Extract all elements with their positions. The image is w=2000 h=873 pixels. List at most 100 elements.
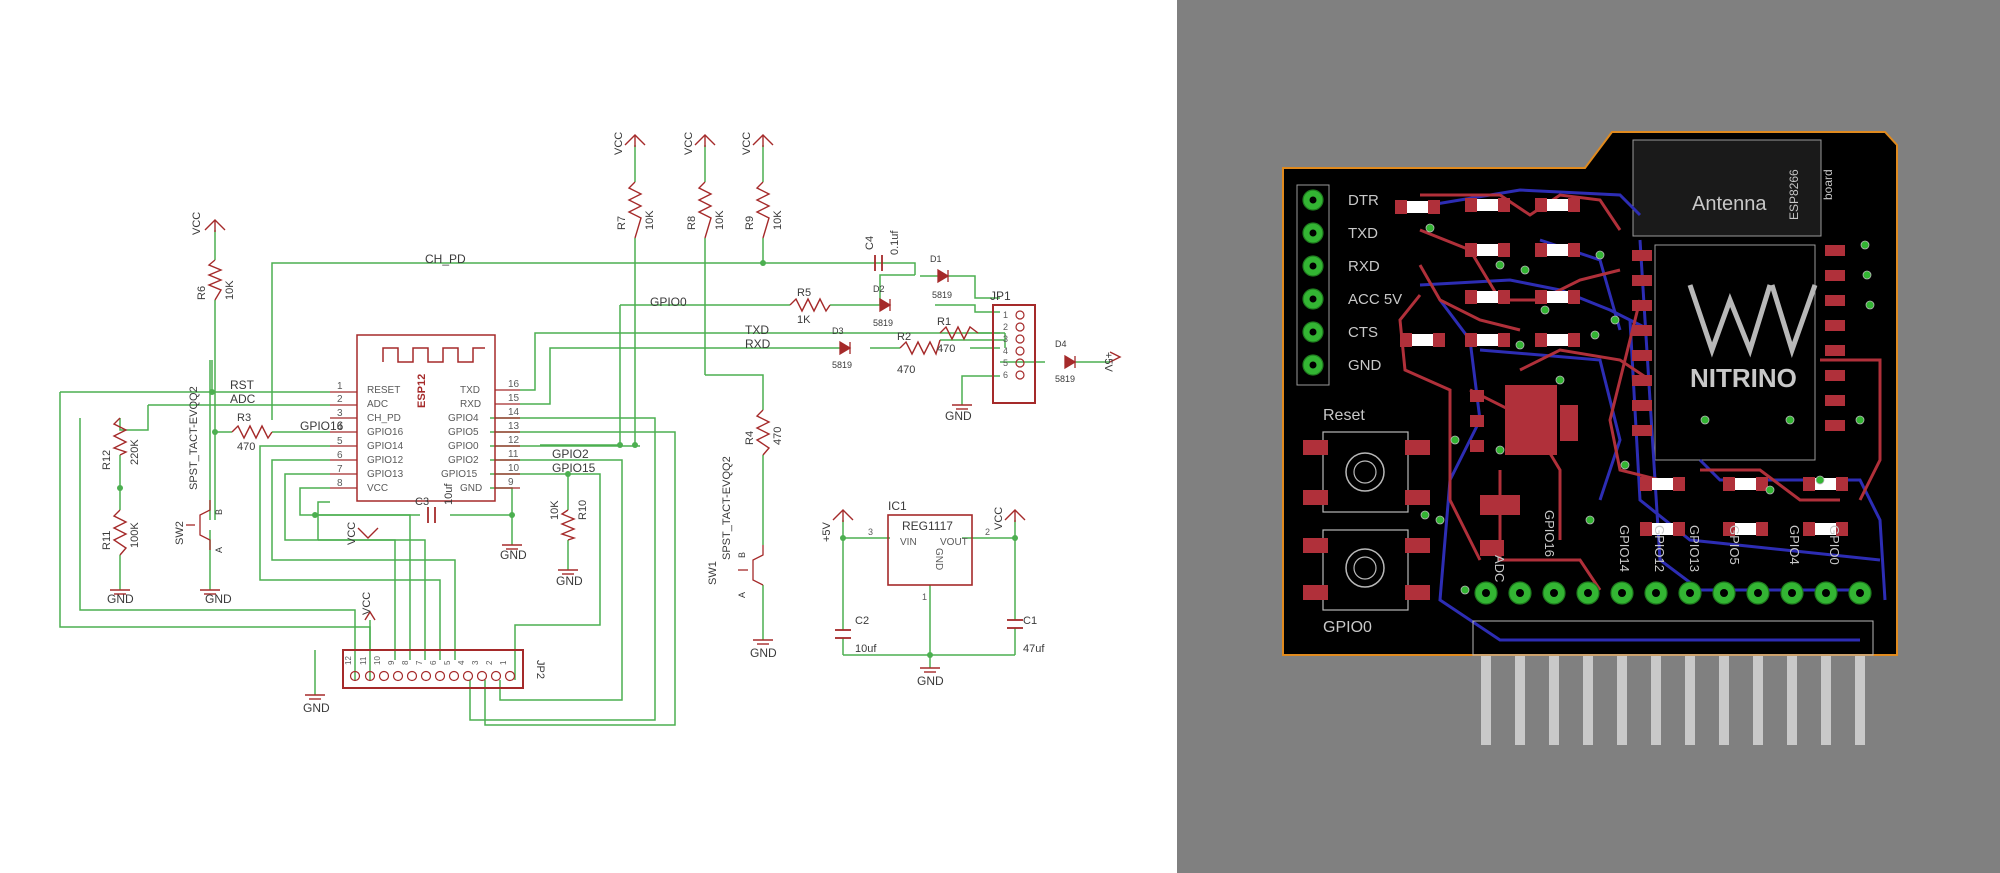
jp2-label: JP2 <box>534 660 546 679</box>
jp1-pin-2: 2 <box>1003 322 1008 332</box>
pin-num-1: 1 <box>337 381 343 392</box>
r9-name: R9 <box>744 216 756 230</box>
header-label-gnd: GND <box>1348 357 1382 374</box>
pin-num-10: 10 <box>508 463 520 474</box>
diode-symbols <box>839 268 1077 370</box>
pcb-esp-module <box>1654 244 1816 461</box>
pin-num-8: 8 <box>337 478 343 489</box>
jp2-pin-7: 7 <box>415 660 424 665</box>
ic1-vout: VOUT <box>940 537 968 548</box>
pin-name-ch-pd: CH_PD <box>367 413 401 424</box>
pin-name-gpio0: GPIO0 <box>448 441 479 452</box>
sw2-pin-a: A <box>214 547 224 553</box>
gnd-label-sw1: GND <box>750 646 777 660</box>
pin-num-16: 16 <box>508 379 520 390</box>
schematic-junctions <box>117 260 1018 658</box>
vcc-label-r6: VCC <box>191 212 203 235</box>
bottom-label-gpio0: GPIO0 <box>1827 525 1842 565</box>
pin-num-7: 7 <box>337 464 343 475</box>
pin-name-txd: TXD <box>460 385 480 396</box>
net-label-gpio15: GPIO15 <box>552 461 596 475</box>
jp1-pin-4: 4 <box>1003 346 1008 356</box>
gnd-symbols <box>110 404 972 700</box>
r5-name: R5 <box>797 287 811 299</box>
pin-name-gpio4: GPIO4 <box>448 413 479 424</box>
r4-name: R4 <box>744 431 756 445</box>
gpio0-label: GPIO0 <box>1323 619 1372 636</box>
ic1-pin1: 1 <box>922 592 927 602</box>
ic1-pin2: 2 <box>985 527 990 537</box>
r3-name: R3 <box>237 412 251 424</box>
net-label-adc: ADC <box>230 392 256 406</box>
jp2-pin-2: 2 <box>485 660 494 665</box>
r7-name: R7 <box>616 216 628 230</box>
regulator-ic1: IC1 REG1117 VIN VOUT GND 3 2 1 <box>868 499 990 602</box>
vcc-label-jp2: VCC <box>361 592 373 615</box>
pcb-gpio0-button: GPIO0 <box>1303 529 1430 636</box>
c3-value: 10uf <box>443 483 455 505</box>
pin-num-12: 12 <box>508 435 520 446</box>
ic1-part: REG1117 <box>902 519 953 533</box>
bottom-label-gpio5: GPIO5 <box>1727 525 1742 565</box>
r12-name: R12 <box>101 450 113 470</box>
gnd-label-jp2: GND <box>303 701 330 715</box>
jp1-pin-6: 6 <box>1003 370 1008 380</box>
esp12-module: ESP12 1 RESET 2 ADC 3 CH_PD 4 GPIO16 5 G… <box>330 334 520 502</box>
pin-num-9: 9 <box>508 477 514 488</box>
c1-name: C1 <box>1023 615 1037 627</box>
sw1-pin-b: B <box>737 552 747 558</box>
c1-value: 47uf <box>1023 643 1045 655</box>
r9-value: 10K <box>772 210 784 230</box>
pin-name-gpio12: GPIO12 <box>367 455 404 466</box>
pin-num-5: 5 <box>337 436 343 447</box>
vcc-label-esp: VCC <box>346 522 358 545</box>
jp1-label: JP1 <box>990 289 1011 303</box>
d2-name: D2 <box>873 284 885 294</box>
pin-num-15: 15 <box>508 393 520 404</box>
esp12-label: ESP12 <box>416 374 428 408</box>
pin-name-gpio16: GPIO16 <box>367 427 404 438</box>
d1-name: D1 <box>930 254 942 264</box>
jp1-pin-3: 3 <box>1003 334 1008 344</box>
bottom-label-gpio13: GPIO13 <box>1687 525 1702 572</box>
pin-name-vcc: VCC <box>367 483 388 494</box>
pin-name-gpio14: GPIO14 <box>367 441 404 452</box>
jp2-pin-12: 12 <box>344 656 353 665</box>
sw1-name: SW1 <box>707 561 719 585</box>
d4-name: D4 <box>1055 339 1067 349</box>
net-label-gpio0: GPIO0 <box>650 295 687 309</box>
sw2-pin-b: B <box>214 509 224 515</box>
pin-num-13: 13 <box>508 421 520 432</box>
r7-value: 10K <box>644 210 656 230</box>
pin-num-6: 6 <box>337 450 343 461</box>
c2-name: C2 <box>855 615 869 627</box>
bottom-label-gpio16: GPIO16 <box>1542 510 1557 557</box>
pin-name-rxd: RXD <box>460 399 481 410</box>
net-label-rxd: RXD <box>745 337 771 351</box>
r6-name: R6 <box>196 286 208 300</box>
pcb-reset-button: Reset <box>1303 407 1430 513</box>
pin-num-2: 2 <box>337 394 343 405</box>
r10-value: 10K <box>549 500 561 520</box>
vcc-symbols <box>204 134 1122 621</box>
logo-text: NITRINO <box>1690 363 1797 393</box>
sw2-name: SW2 <box>174 521 186 545</box>
plus5v-label-reg: +5V <box>821 521 833 542</box>
capacitor-symbols <box>427 255 1023 639</box>
r11-name: R11 <box>101 531 113 550</box>
pin-name-adc: ADC <box>367 399 388 410</box>
pcb-left-header: DTR TXD RXD ACC 5V CTS GND <box>1296 184 1402 386</box>
pcb-bottom-pads <box>1474 581 1872 605</box>
jp2-pin-11: 11 <box>359 656 368 665</box>
r1-name: R1 <box>937 316 951 328</box>
sw1-switch <box>738 545 764 586</box>
jp2-pin-5: 5 <box>443 660 452 665</box>
r1-value: 470 <box>937 343 955 355</box>
header-label-dtr: DTR <box>1348 192 1379 209</box>
bottom-label-gpio12: GPIO12 <box>1652 525 1667 572</box>
pcb-vias <box>1420 223 1875 595</box>
vcc-label-r8: VCC <box>683 132 695 155</box>
sw1-pin-a: A <box>737 592 747 598</box>
schematic-background <box>0 0 1177 873</box>
